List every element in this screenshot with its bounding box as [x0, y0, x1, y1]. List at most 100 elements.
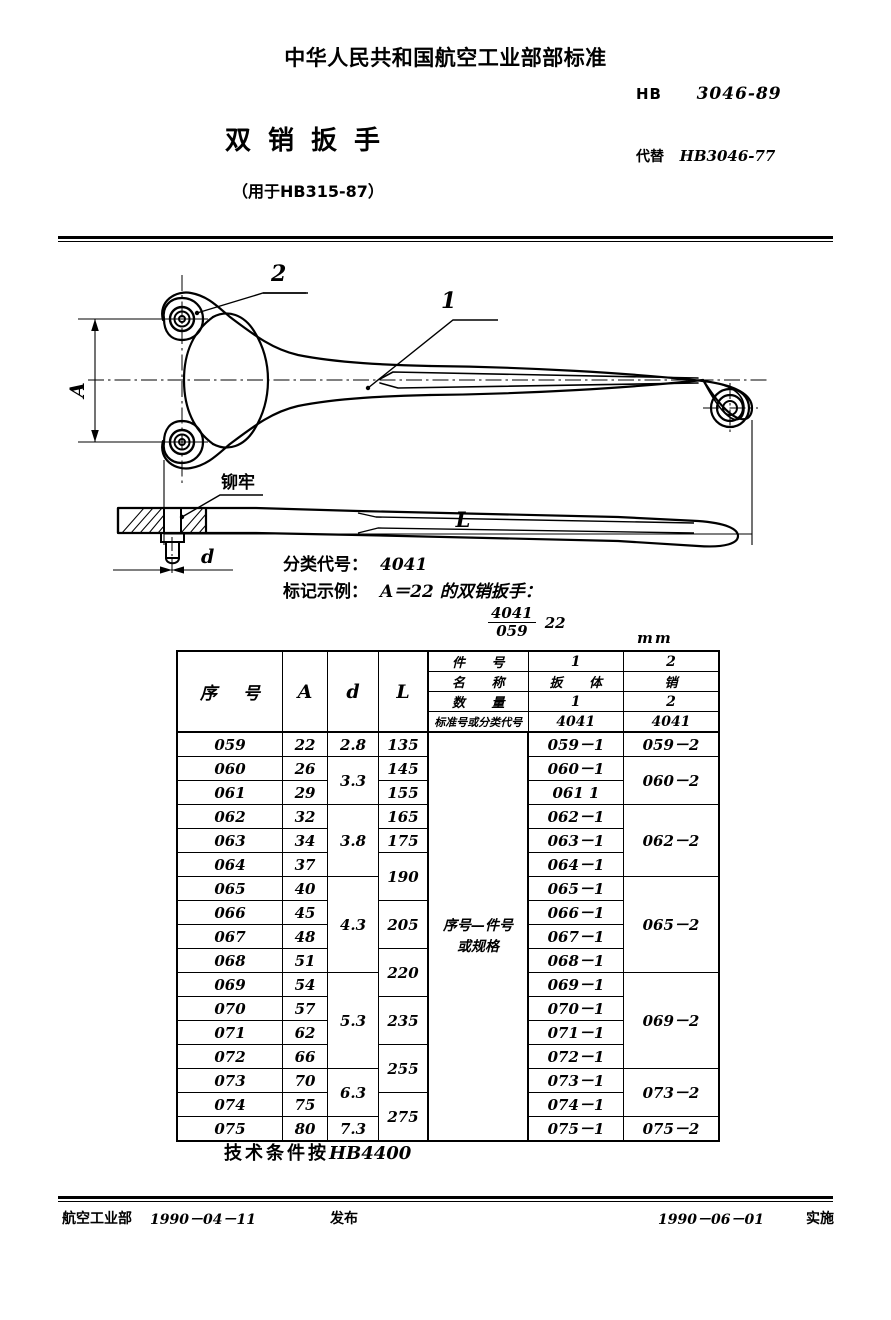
marking-size: 22: [544, 613, 566, 632]
marking-fraction: 4041 059: [488, 606, 536, 639]
part-1-name: 扳 体: [527, 671, 624, 692]
cell-l: 175: [378, 828, 429, 853]
cell-part-2: 073－2: [623, 1068, 720, 1117]
cell-seq: 063: [176, 828, 283, 853]
cell-part-2: 075－2: [623, 1116, 720, 1142]
cell-l: 165: [378, 804, 429, 829]
header-d: d: [327, 650, 379, 733]
cell-a: 22: [282, 731, 328, 757]
part-2-quantity: 2: [623, 691, 720, 712]
footer-publish-label: 发布: [330, 1211, 358, 1227]
standard-number-prefix: HB: [636, 85, 662, 103]
cell-mid-note: 序号—件号或规格: [427, 731, 529, 1142]
cell-part-2: 065－2: [623, 876, 720, 973]
cell-a: 80: [282, 1116, 328, 1142]
part-2-std-code: 4041: [623, 711, 720, 733]
cell-seq: 067: [176, 924, 283, 949]
marking-numerator: 4041: [488, 606, 536, 623]
classification-notes: 分类代号： 4041 标记示例： A＝22 的双销扳手：: [283, 552, 542, 606]
cell-seq: 066: [176, 900, 283, 925]
part-2-no: 2: [623, 650, 720, 672]
cell-l: 220: [378, 948, 429, 997]
cell-seq: 062: [176, 804, 283, 829]
footer-effective-date: 1990－06－01: [658, 1212, 764, 1228]
table-header-row-std-code: 标准号或分类代号 4041 4041: [177, 711, 720, 733]
classification-code-row: 分类代号： 4041: [283, 552, 542, 579]
cell-part-1: 072－1: [527, 1044, 624, 1069]
footer-divider: [58, 1196, 833, 1202]
cell-a: 66: [282, 1044, 328, 1069]
cell-part-1: 070－1: [527, 996, 624, 1021]
cell-d: 3.3: [327, 756, 379, 805]
cell-part-1: 059－1: [527, 731, 624, 757]
cell-part-1: 060－1: [527, 756, 624, 781]
cell-seq: 069: [176, 972, 283, 997]
document-title: 双销扳手: [225, 126, 398, 156]
cell-d: 7.3: [327, 1116, 379, 1142]
cell-seq: 060: [176, 756, 283, 781]
cell-part-1: 064－1: [527, 852, 624, 877]
cell-l: 235: [378, 996, 429, 1045]
cell-part-1: 062－1: [527, 804, 624, 829]
table-header-row-part-no: 序 号 A d L 件 号 1 2: [176, 650, 720, 733]
header-seq: 序 号: [176, 650, 283, 733]
cell-seq: 075: [176, 1116, 283, 1142]
rivet-note-label: 铆牢: [221, 472, 255, 493]
replaces-label: 代替: [636, 149, 664, 165]
cell-part-1: 067－1: [527, 924, 624, 949]
cell-part-2: 060－2: [623, 756, 720, 805]
cell-seq: 073: [176, 1068, 283, 1093]
cell-a: 75: [282, 1092, 328, 1117]
mid-note-line-2: 或规格: [457, 938, 499, 955]
marking-label: 标记示例：: [283, 582, 368, 602]
cell-a: 70: [282, 1068, 328, 1093]
classification-label: 分类代号：: [283, 555, 368, 575]
cell-seq: 061: [176, 780, 283, 805]
cell-part-1: 075－1: [527, 1116, 624, 1142]
part-1-quantity: 1: [527, 691, 624, 712]
cell-a: 29: [282, 780, 328, 805]
cell-l: 205: [378, 900, 429, 949]
replaces-standard: 代替 HB3046-77: [636, 146, 775, 166]
mid-note-line-1: 序号—件号: [443, 917, 513, 934]
cell-l: 135: [378, 731, 429, 757]
table-header-row-name: 名 称 扳 体 销: [177, 671, 720, 692]
cell-part-1: 069－1: [527, 972, 624, 997]
footer-effective-label: 实施: [806, 1211, 834, 1227]
cell-part-2: 062－2: [623, 804, 720, 877]
header-quantity: 数 量: [427, 691, 529, 712]
unit-label: mm: [637, 629, 673, 647]
cell-a: 37: [282, 852, 328, 877]
cell-a: 34: [282, 828, 328, 853]
technical-drawing: A L 2 1: [58, 245, 848, 575]
cell-a: 62: [282, 1020, 328, 1045]
cell-seq: 074: [176, 1092, 283, 1117]
callout-1-label: 1: [441, 288, 456, 314]
marking-denominator: 059: [496, 622, 528, 640]
cell-a: 57: [282, 996, 328, 1021]
classification-value: 4041: [380, 555, 428, 575]
document-footer: 航空工业部 1990－04－11 发布 1990－06－01 实施: [58, 1208, 840, 1234]
cell-part-1: 061 1: [527, 780, 624, 805]
page-title: 中华人民共和国航空工业部部标准: [284, 46, 607, 70]
cell-seq: 068: [176, 948, 283, 973]
cell-seq: 064: [176, 852, 283, 877]
cell-l: 155: [378, 780, 429, 805]
replaces-number: HB3046-77: [679, 147, 776, 165]
table-header-row-quantity: 数 量 1 2: [177, 691, 720, 712]
cell-d: 6.3: [327, 1068, 379, 1117]
marking-text: A＝22 的双销扳手：: [380, 582, 542, 602]
dimension-d-label: d: [201, 546, 214, 568]
header-name: 名 称: [427, 671, 529, 692]
cell-a: 51: [282, 948, 328, 973]
